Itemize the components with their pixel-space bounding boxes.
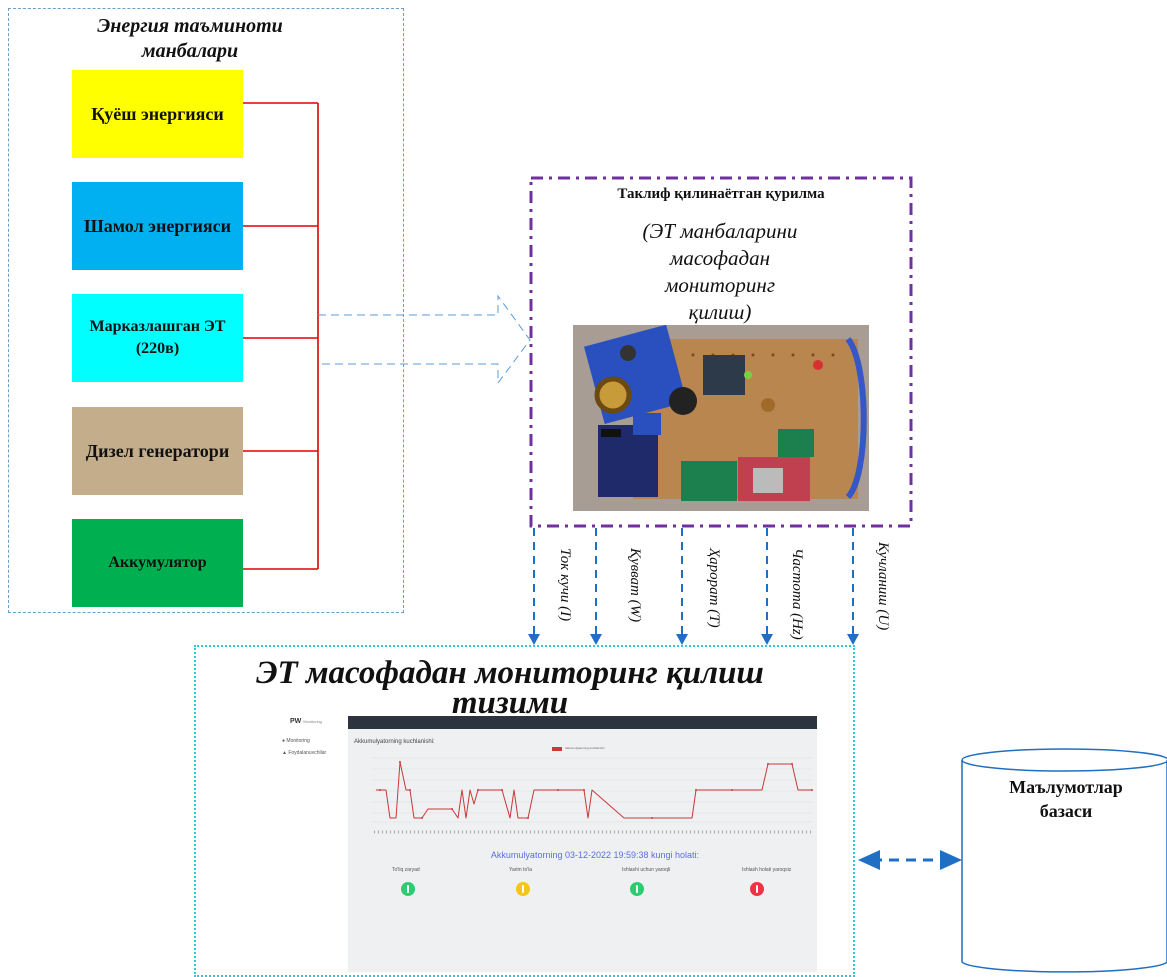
db-link-left-head xyxy=(858,850,880,870)
app-menu-users-label: Foydalanuvchilar xyxy=(288,750,327,756)
device-border xyxy=(529,176,913,528)
param-voltage: Кучланиш (U) xyxy=(875,542,891,631)
param-temperature: Ҳарорат (T) xyxy=(706,548,722,628)
app-menu-users[interactable]: ▲ Foydalanuvchilar xyxy=(282,750,326,756)
monitoring-system-box xyxy=(194,645,855,977)
energy-sources-title: Энергия таъминоти манбалари xyxy=(20,14,360,64)
chart-legend-label: Akkumulyatorning kuchlanishi xyxy=(565,746,605,750)
source-battery: Аккумулятор xyxy=(72,519,243,607)
monitor-icon: ● xyxy=(282,738,287,744)
status-label-full: To'liq zaryad xyxy=(392,867,420,873)
app-sidebar: PW Monitoring ● Monitoring ▲ Foydalanuvc… xyxy=(280,716,348,972)
param-power: Қувват (W) xyxy=(627,548,643,623)
parameter-arrowheads xyxy=(528,634,859,645)
source-solar: Қуёш энергияси xyxy=(72,70,243,158)
monitoring-title-line1: ЭТ масофадан мониторинг қилиш xyxy=(256,655,764,691)
database-cylinder xyxy=(961,748,1167,973)
voltage-series-line xyxy=(376,761,812,819)
monitoring-title: ЭТ масофадан мониторинг қилиш тизими xyxy=(180,655,840,721)
status-label-half: Yarim to'la xyxy=(509,867,533,873)
voltage-chart xyxy=(372,757,813,834)
source-diesel: Дизел генератори xyxy=(72,407,243,495)
source-grid: Марказлашган ЭТ (220в) xyxy=(72,294,243,382)
app-brand: PW Monitoring xyxy=(290,718,322,725)
app-brand-name: PW xyxy=(290,718,302,725)
energy-sources-title-line1: Энергия таъминоти xyxy=(97,15,283,37)
device-subtitle: (ЭТ манбаларини масофадан мониторинг қил… xyxy=(560,218,880,326)
chart-legend-swatch xyxy=(552,747,562,751)
source-wind: Шамол энергияси xyxy=(72,182,243,270)
device-photo-drawing xyxy=(573,325,869,511)
app-menu-monitoring[interactable]: ● Monitoring xyxy=(282,738,310,744)
device-photo xyxy=(573,325,869,511)
database-label-line2: базаси xyxy=(1039,801,1093,821)
energy-sources-panel xyxy=(8,8,404,613)
app-main xyxy=(348,716,817,972)
energy-sources-title-line2: манбалари xyxy=(141,40,239,62)
big-arrow xyxy=(318,294,531,385)
voltage-series-points xyxy=(379,761,813,819)
monitoring-title-line2: тизими xyxy=(451,685,569,721)
database-label-line1: Маълумотлар xyxy=(1009,777,1123,797)
status-label-usable: Ishlashi uchun yaroqli xyxy=(622,867,671,873)
param-current: Ток кучи (I) xyxy=(557,548,573,622)
device-subtitle-line1: (ЭТ манбаларини xyxy=(642,219,798,243)
param-frequency: Частота (Hz) xyxy=(789,548,805,640)
device-title: Таклиф қилинаётган қурилма xyxy=(617,186,825,202)
status-half-icon xyxy=(516,882,530,896)
status-label-unusable: Ishlash holati yaroqsiz xyxy=(742,867,792,873)
device-subtitle-line3: мониторинг xyxy=(664,273,776,297)
app-topbar xyxy=(348,716,817,729)
app-brand-suffix: Monitoring xyxy=(303,719,322,724)
source-connector-lines xyxy=(243,102,319,570)
status-usable-icon xyxy=(630,882,644,896)
device-subtitle-line2: масофадан xyxy=(669,246,771,270)
db-link-right-head xyxy=(940,850,962,870)
monitoring-app-screenshot: PW Monitoring ● Monitoring ▲ Foydalanuvc… xyxy=(280,716,817,974)
parameter-arrows xyxy=(533,528,854,636)
status-heading: Akkumulyatorning 03-12-2022 19:59:38 kun… xyxy=(490,850,700,860)
user-icon: ▲ xyxy=(282,750,289,756)
app-menu-monitoring-label: Monitoring xyxy=(286,738,310,744)
device-subtitle-line4: қилиш) xyxy=(688,300,752,324)
database-label: Маълумотлар базаси xyxy=(966,775,1166,823)
chart-heading: Akkumulyatorning kuchlanishi: xyxy=(354,739,435,745)
status-full-icon xyxy=(401,882,415,896)
status-unusable-icon xyxy=(750,882,764,896)
